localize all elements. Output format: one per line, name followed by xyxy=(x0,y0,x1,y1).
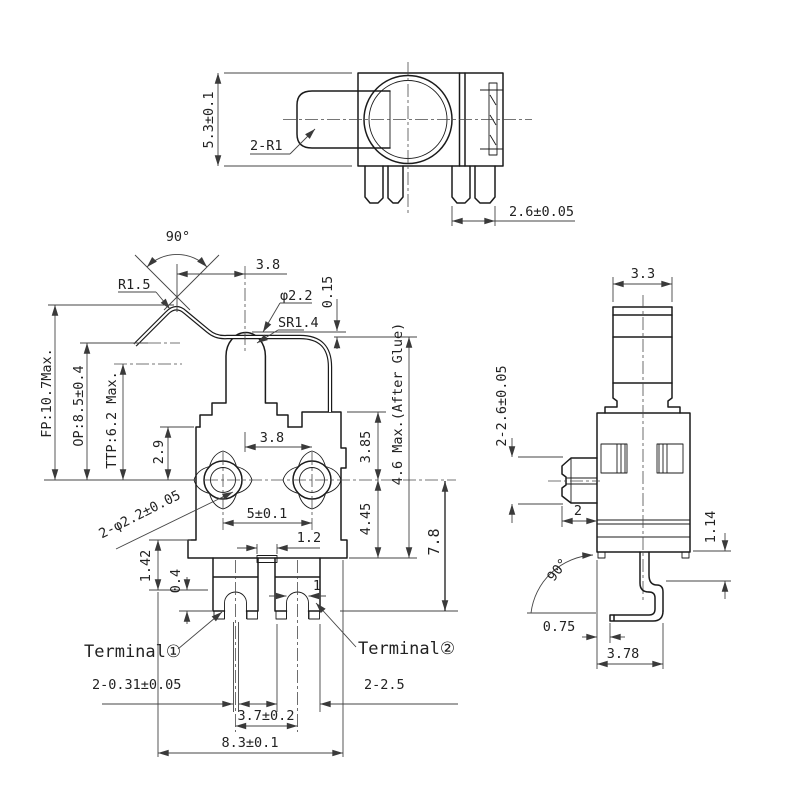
dim-total-travel-position: TTP:6.2 Max. xyxy=(104,363,182,481)
dim-hole-to-bottom: 4.45 xyxy=(349,479,417,559)
dim-foot-length: 3.78 xyxy=(596,623,664,669)
dim-terminal-width: 2-2.5 xyxy=(257,624,458,712)
terminal1-label: Terminal① xyxy=(84,642,181,662)
dim-text-terminal-pitch: 3.7±0.2 xyxy=(238,708,295,724)
front-view-legs xyxy=(212,555,321,732)
front-view: 90° R1.5 3.8 φ2.2 SR1.4 0.15 xyxy=(39,229,458,757)
dim-skirt-height: 1.42 xyxy=(138,539,208,591)
front-view-body xyxy=(187,331,348,559)
dim-top-body-height: 5.3±0.1 xyxy=(201,72,352,167)
label-plunger-corner-radius: 2-R1 xyxy=(250,128,316,155)
label-terminal1: Terminal① xyxy=(84,611,223,662)
dim-text-bend-drop: 1.14 xyxy=(703,511,719,544)
dim-hole-to-terminal-tip: 7.8 xyxy=(340,480,458,612)
dim-solder-band-height: 0.4 xyxy=(168,569,212,624)
dim-text-lever-height: 4.6 Max.(After Glue) xyxy=(390,323,406,486)
side-view: 3.3 2-2.6±0.05 2 1.14 90° 0.7 xyxy=(494,266,731,669)
dim-text-overall-height: 7.8 xyxy=(425,528,443,555)
top-view-plunger xyxy=(296,90,391,149)
dim-text-body-height: 5.3±0.1 xyxy=(201,92,217,149)
dim-text-glue-width: 1.2 xyxy=(297,530,321,546)
top-view-terminal xyxy=(387,165,404,204)
top-view-body xyxy=(283,62,532,213)
dim-text-lever-offset: 3.8 xyxy=(256,257,280,273)
dim-lever-tip-gap: 0.15 xyxy=(252,276,346,349)
label-terminal2: Terminal② xyxy=(315,602,455,659)
solder-band xyxy=(275,610,287,620)
front-view-plunger xyxy=(199,331,289,428)
solder-band xyxy=(246,610,258,620)
dim-text-side-terminal-depth: 2 xyxy=(574,503,582,519)
dim-bend-drop: 1.14 xyxy=(666,511,731,599)
dim-bend-angle: 90° xyxy=(527,552,596,614)
dim-lever-height-after-glue: 4.6 Max.(After Glue) xyxy=(334,323,417,559)
side-slot xyxy=(656,443,684,474)
side-view-plunger xyxy=(604,306,681,414)
side-terminal-end xyxy=(561,457,598,504)
top-view-terminal xyxy=(451,165,471,204)
dim-foot-inset: 0.75 xyxy=(543,560,625,669)
dim-text-tip-radius: SR1.4 xyxy=(278,315,319,331)
dim-text-operating-position: OP:8.5±0.4 xyxy=(71,365,87,446)
label-plunger-tip-diameter: φ2.2 xyxy=(262,288,313,333)
dim-lever-angle: 90° xyxy=(134,229,220,311)
dim-hole-to-top: 3.85 xyxy=(347,411,386,481)
top-view-terminal xyxy=(364,165,384,204)
dim-top-terminal-width: 2.6±0.05 xyxy=(451,204,575,226)
dim-hole-offset: 3.8 xyxy=(244,430,313,452)
dim-text-tip-diameter: φ2.2 xyxy=(280,288,313,304)
dim-text-plunger-width: 3.3 xyxy=(631,266,655,282)
dim-plunger-width: 3.3 xyxy=(612,266,673,302)
dim-text-foot-inset: 0.75 xyxy=(543,619,576,635)
dim-text-terminal-width: 2-2.5 xyxy=(364,677,405,693)
dim-text-lever-angle: 90° xyxy=(166,229,190,245)
dim-text-tip-gap: 0.15 xyxy=(320,276,336,309)
dim-text-total-travel: TTP:6.2 Max. xyxy=(104,371,120,469)
top-view-button-circle xyxy=(363,74,453,165)
dim-side-terminal-height: 2-2.6±0.05 xyxy=(494,365,563,523)
dim-text-terminal-thickness: 2-0.31±0.05 xyxy=(92,677,181,693)
top-view-terminal xyxy=(474,165,496,204)
dim-text-foot-length: 3.78 xyxy=(607,646,640,662)
top-view-clip-plate xyxy=(488,82,498,156)
dim-slot-width: 1 xyxy=(269,578,326,600)
side-slot xyxy=(600,443,628,474)
dim-text-slot-width: 1 xyxy=(313,578,321,594)
dim-text-solder-band: 0.4 xyxy=(168,569,184,593)
dim-text-bend-angle: 90° xyxy=(544,555,572,584)
glue-strip xyxy=(256,555,278,563)
dim-glue-width: 1.2 xyxy=(237,530,321,554)
side-view-bent-terminal xyxy=(609,551,664,622)
side-view-body xyxy=(548,295,691,600)
front-view-lever xyxy=(133,306,333,412)
dim-text-hole-pitch: 5±0.1 xyxy=(247,506,288,522)
dim-text-lever-radius: R1.5 xyxy=(118,277,151,293)
dim-text-hole-offset: 3.8 xyxy=(260,430,284,446)
dim-text-overall-width: 8.3±0.1 xyxy=(222,735,279,751)
top-view: 5.3±0.1 2-R1 2.6±0.05 xyxy=(201,62,575,226)
solder-band xyxy=(308,610,320,620)
dim-text-hole-to-top: 3.85 xyxy=(358,431,374,464)
dim-terminal-pitch: 3.7±0.2 xyxy=(235,708,298,730)
front-view-holes xyxy=(193,450,456,530)
dim-overall-width: 8.3±0.1 xyxy=(157,560,344,757)
dim-text-top-to-hole: 2.9 xyxy=(151,440,167,464)
dim-text-terminal-width: 2.6±0.05 xyxy=(509,204,574,220)
dim-lever-bend-offset: 3.8 xyxy=(176,257,287,352)
dim-side-terminal-depth: 2 xyxy=(561,503,598,527)
label-lever-bend-radius: R1.5 xyxy=(118,277,171,310)
dim-text-skirt-height: 1.42 xyxy=(138,550,154,583)
dim-hole-pitch: 5±0.1 xyxy=(222,506,313,527)
terminal2-label: Terminal② xyxy=(358,639,455,659)
dim-text-hole-to-bottom: 4.45 xyxy=(358,503,374,536)
dim-body-top-to-hole: 2.9 xyxy=(151,426,194,481)
dim-text-plunger-radius: 2-R1 xyxy=(250,138,283,154)
dim-text-free-position: FP:10.7Max. xyxy=(39,348,55,437)
dim-text-side-terminal-height: 2-2.6±0.05 xyxy=(494,365,510,446)
dim-operating-position: OP:8.5±0.4 xyxy=(71,342,180,481)
dim-terminal-thickness: 2-0.31±0.05 xyxy=(92,622,268,712)
dim-text-hole-diameter: 2-φ2.2±0.05 xyxy=(96,487,183,542)
